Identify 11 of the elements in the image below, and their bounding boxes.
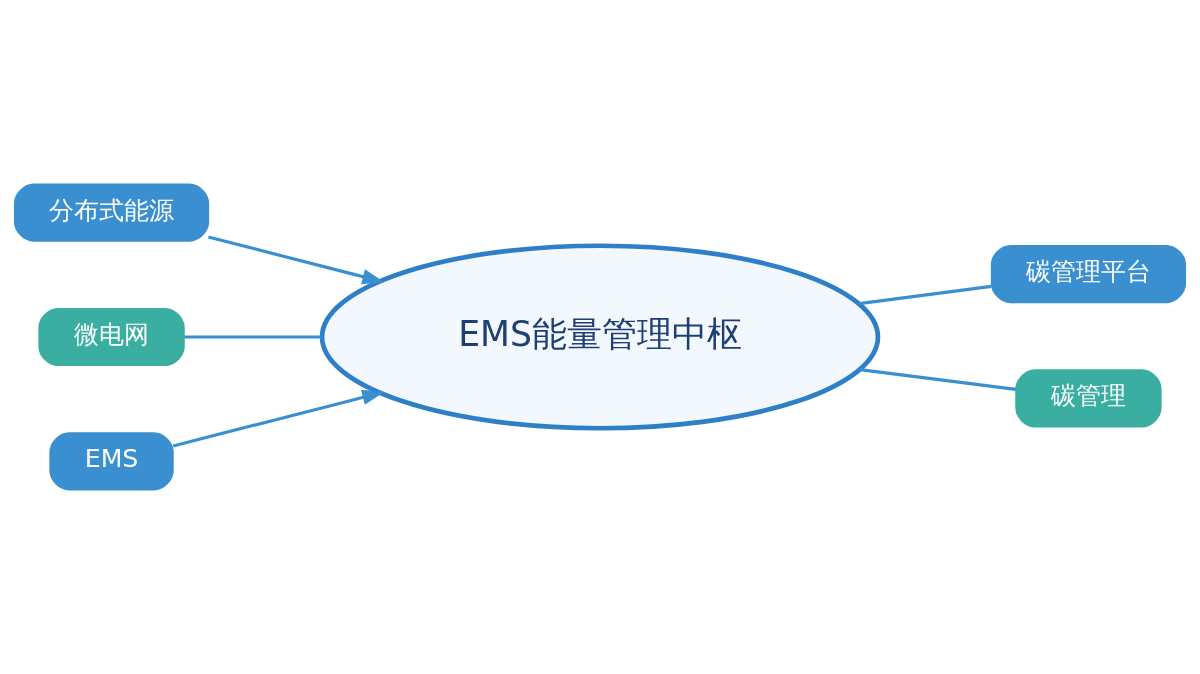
arrow xyxy=(172,389,385,448)
node-ellipse: EMS能量管理中枢 xyxy=(319,243,881,431)
connector xyxy=(859,368,1017,391)
connector xyxy=(858,284,992,306)
node-box: EMS xyxy=(49,432,174,491)
node-box: 碳管理 xyxy=(1015,369,1162,428)
node-box: 微电网 xyxy=(38,307,185,367)
node-box: 分布式能源 xyxy=(13,183,210,242)
node-box: 碳管理平台 xyxy=(990,244,1187,304)
arrow xyxy=(208,235,385,285)
connector xyxy=(184,335,322,339)
